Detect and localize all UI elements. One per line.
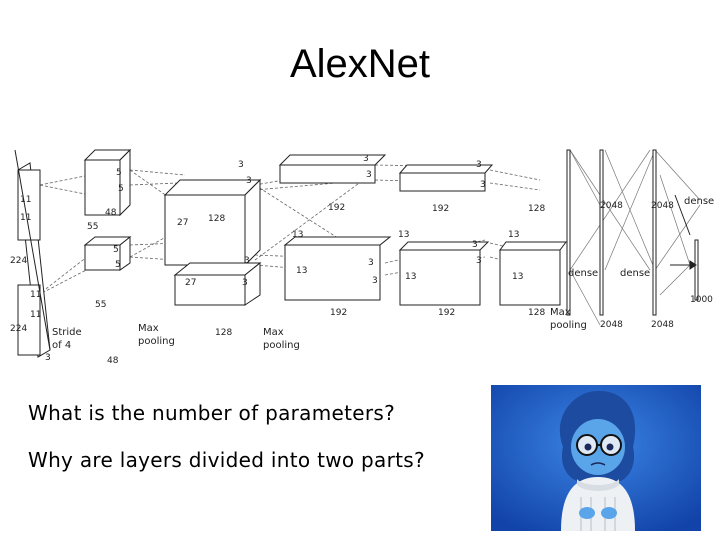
conv4-kernel-label-4: 3: [476, 256, 482, 266]
conv2-kernel-label-2: 3: [246, 176, 252, 186]
conv4-block: [398, 164, 494, 306]
dense-label-2: dense: [620, 268, 650, 279]
conv2-depth-label-2: 128: [215, 328, 232, 338]
conv5-depth-label-2: 128: [528, 308, 545, 318]
conv3-kernel-label-3: 3: [368, 258, 374, 268]
conv1-kernel-label: 5: [116, 168, 122, 178]
question-parameters: What is the number of parameters?: [28, 401, 395, 425]
dense-label-3: dense: [684, 196, 714, 207]
kernel-label-4: 11: [30, 310, 41, 320]
conv3-size-label: 13: [292, 230, 303, 240]
conv4-depth-label-2: 192: [438, 308, 455, 318]
conv4-depth-label: 192: [432, 204, 449, 214]
conv3-size-label-2: 13: [296, 266, 307, 276]
conv4-size-label-2: 13: [405, 272, 416, 282]
conv3-kernel-label-2: 3: [366, 170, 372, 180]
dense1-size-label-2: 2048: [600, 320, 623, 330]
conv4-kernel-label: 3: [476, 160, 482, 170]
pool-label: Max: [138, 323, 159, 334]
conv3-kernel-label: 3: [363, 154, 369, 164]
kernel-label-3: 11: [30, 290, 41, 300]
conv2-block: [163, 178, 262, 306]
pool-label-3: Max: [263, 327, 284, 338]
dense-bars: [566, 149, 699, 316]
conv3-block: [278, 154, 392, 301]
pool-label-6: pooling: [550, 320, 587, 331]
conv1-depth-label-2: 48: [107, 356, 119, 366]
pool-label-2: pooling: [138, 336, 175, 347]
pool-label-5: Max: [550, 307, 571, 318]
question-two-parts: Why are layers divided into two parts?: [28, 448, 425, 472]
input-size-label-2: 224: [10, 324, 27, 334]
conv1-kernel-label-2: 5: [118, 184, 124, 194]
conv2-size-label: 27: [177, 218, 188, 228]
pool-label-4: pooling: [263, 340, 300, 351]
conv5-block: [499, 241, 567, 306]
dense-connection-lines: [569, 149, 701, 326]
conv3-depth-label-2: 192: [330, 308, 347, 318]
conv1-block: [83, 148, 132, 271]
dense-label: dense: [568, 268, 598, 279]
conv4-kernel-label-2: 3: [480, 180, 486, 190]
input-depth-label: 3: [45, 353, 51, 363]
output-size-label: 1000: [690, 295, 713, 305]
diagram-labels: 224 224 3 11 11 11 11 Stride of 4 5 5 48…: [10, 154, 714, 366]
conv3-kernel-label-4: 3: [372, 276, 378, 286]
conv2-size-label-2: 27: [185, 278, 196, 288]
conv1-kernel-label-3: 5: [113, 245, 119, 255]
conv2-kernel-label: 3: [238, 160, 244, 170]
input-size-label: 224: [10, 256, 27, 266]
slide-title: AlexNet: [289, 42, 431, 86]
conv5-size-label-2: 13: [512, 272, 523, 282]
conv5-size-label: 13: [508, 230, 519, 240]
conv4-size-label: 13: [398, 230, 409, 240]
sadness-character-image: [491, 385, 701, 531]
conv2-kernel-label-4: 3: [242, 278, 248, 288]
conv2-depth-label: 128: [208, 214, 225, 224]
conv1-kernel-label-4: 5: [115, 260, 121, 270]
dense2-size-label-2: 2048: [651, 320, 674, 330]
conv3-depth-label: 192: [328, 203, 345, 213]
character-picture: [491, 385, 701, 531]
conv5-depth-label: 128: [528, 204, 545, 214]
stride-label: Stride: [52, 327, 82, 338]
conv1-size-label: 55: [87, 222, 98, 232]
conv4-kernel-label-3: 3: [472, 240, 478, 250]
dense1-size-label: 2048: [600, 201, 623, 211]
conv1-size-label-2: 55: [95, 300, 106, 310]
conv1-depth-label: 48: [105, 208, 117, 218]
conv2-kernel-label-3: 3: [244, 256, 250, 266]
arrows: [670, 194, 697, 270]
stride-value-label: of 4: [52, 340, 71, 351]
dense2-size-label: 2048: [651, 201, 674, 211]
kernel-label: 11: [20, 195, 31, 205]
alexnet-architecture-diagram: 224 224 3 11 11 11 11 Stride of 4 5 5 48…: [10, 148, 714, 366]
kernel-label-2: 11: [20, 213, 31, 223]
input-block: [14, 149, 51, 358]
